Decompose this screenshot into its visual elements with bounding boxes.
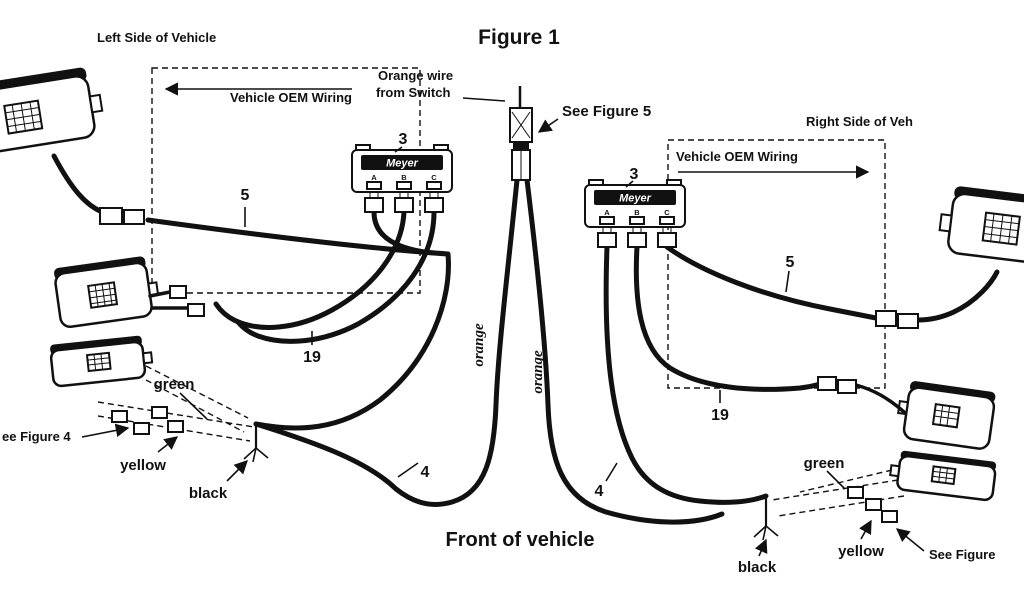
ground-symbol-right bbox=[753, 496, 779, 541]
terminal-a-label: A bbox=[371, 173, 377, 182]
connector-pair-right-19 bbox=[817, 376, 857, 394]
connector-cluster-right bbox=[847, 486, 898, 523]
wire-headlight-left-middle bbox=[148, 290, 192, 310]
terminal-b-label: B bbox=[401, 173, 407, 182]
callout-19-left: 19 bbox=[303, 349, 321, 366]
orange-wire-label-left: orange bbox=[471, 323, 487, 367]
terminal-c-label: C bbox=[431, 173, 437, 182]
terminal-a-label: A bbox=[604, 208, 610, 217]
module-brand-label: Meyer bbox=[386, 158, 419, 170]
connector-cluster-left bbox=[111, 406, 184, 435]
see-figure-5-label: See Figure 5 bbox=[562, 103, 651, 120]
see-figure-right-arrow bbox=[895, 528, 925, 552]
black-label-left: black bbox=[189, 485, 228, 502]
orange-wire-pointer bbox=[462, 97, 506, 102]
callout-4-right-tick bbox=[605, 462, 618, 482]
terminal-b-label: B bbox=[634, 208, 640, 217]
callout-4-left-tick bbox=[397, 462, 419, 478]
grille-icon bbox=[85, 351, 112, 373]
wire-orange-left bbox=[393, 177, 520, 507]
wire-19-left-b bbox=[235, 209, 437, 344]
lamp-left-lower bbox=[49, 335, 154, 388]
yellow-label-right: yellow bbox=[838, 543, 884, 560]
connector-pair-left-5 bbox=[99, 207, 145, 225]
grille-icon bbox=[931, 403, 961, 429]
terminal-c-label: C bbox=[664, 208, 670, 217]
wire-4-left bbox=[253, 421, 399, 492]
headlight-right-upper bbox=[938, 186, 1024, 267]
wire-headlight-right-middle bbox=[854, 383, 906, 414]
callout-3-left-tick bbox=[394, 146, 403, 153]
see-figure-5-arrow bbox=[537, 118, 559, 133]
wire-5-right-to-headlight bbox=[915, 269, 1000, 323]
module-brand-label: Meyer bbox=[619, 193, 652, 205]
yellow-label-left: yellow bbox=[120, 457, 166, 474]
wire-orange-right bbox=[524, 177, 725, 525]
callout-5-right-tick bbox=[785, 270, 790, 293]
wire-19-left-a bbox=[213, 209, 407, 330]
black-label-right: black bbox=[738, 559, 777, 576]
wire-5-right bbox=[664, 244, 879, 321]
green-label-left: green bbox=[154, 376, 195, 393]
callout-5-left: 5 bbox=[241, 187, 250, 204]
callout-3-right: 3 bbox=[630, 166, 639, 183]
grille-icon bbox=[930, 465, 957, 486]
callout-4-left: 4 bbox=[421, 464, 430, 481]
headlight-right-middle bbox=[897, 381, 996, 450]
connector-pair-left-19 bbox=[169, 285, 205, 317]
green-pointer-left bbox=[179, 392, 208, 420]
yellow-arrow-right bbox=[859, 519, 872, 540]
left-side-label: Left Side of Vehicle bbox=[97, 30, 216, 45]
orange-wire-label-line1: Orange wire bbox=[378, 68, 453, 83]
see-figure-right-label: See Figure bbox=[929, 547, 995, 562]
switch-connector bbox=[509, 86, 533, 181]
black-arrow-right bbox=[754, 538, 768, 557]
meyer-module-right: Meyer A B C bbox=[584, 179, 686, 248]
oem-wiring-label-right: Vehicle OEM Wiring bbox=[676, 149, 798, 164]
wire-19-right bbox=[633, 244, 823, 392]
orange-wire-label-right: orange bbox=[530, 350, 546, 394]
see-figure-4-arrow bbox=[81, 423, 130, 438]
loom-dashed-right bbox=[771, 469, 905, 517]
green-pointer-right bbox=[826, 470, 846, 490]
green-label-right: green bbox=[804, 455, 845, 472]
callout-3-left: 3 bbox=[399, 131, 408, 148]
oem-wiring-boundary-right bbox=[667, 139, 886, 389]
yellow-arrow-left bbox=[157, 436, 179, 453]
callout-5-right: 5 bbox=[786, 254, 795, 271]
right-side-label: Right Side of Veh bbox=[806, 114, 913, 129]
figure-title: Figure 1 bbox=[478, 26, 560, 49]
callout-3-right-tick bbox=[625, 180, 634, 188]
meyer-module-left: Meyer A B C bbox=[351, 144, 453, 213]
see-figure-4-label: ee Figure 4 bbox=[2, 429, 71, 444]
headlight-left-upper bbox=[0, 67, 104, 156]
wire-harness-left bbox=[253, 251, 451, 431]
wire-headlight-left bbox=[51, 153, 105, 215]
orange-wire-label-line2: from Switch bbox=[376, 85, 450, 100]
callout-4-right: 4 bbox=[595, 483, 604, 500]
lamp-right-lower bbox=[889, 450, 997, 502]
headlight-left-middle bbox=[54, 256, 160, 328]
callout-19-right: 19 bbox=[711, 407, 729, 424]
black-arrow-left bbox=[226, 460, 248, 482]
oem-wiring-label-left: Vehicle OEM Wiring bbox=[230, 90, 352, 105]
ground-symbol-left bbox=[243, 424, 269, 463]
wire-4-right bbox=[603, 244, 769, 505]
front-of-vehicle-label: Front of vehicle bbox=[446, 529, 595, 551]
connector-pair-right-5 bbox=[875, 310, 919, 329]
